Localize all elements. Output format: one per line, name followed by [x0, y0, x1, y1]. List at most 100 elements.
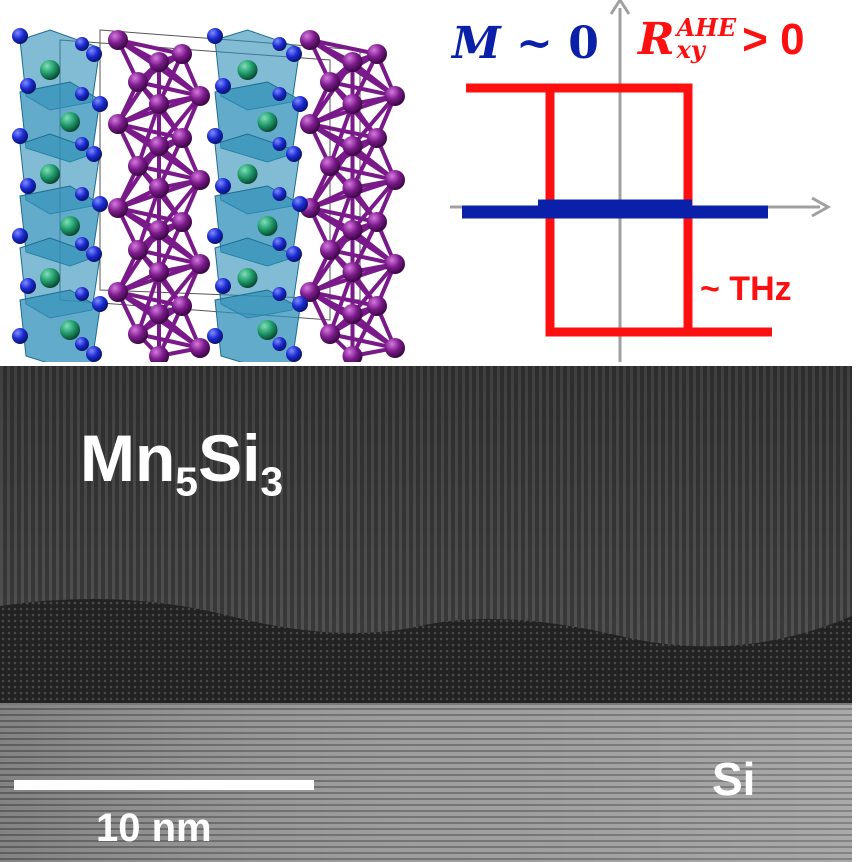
purple-atom [128, 240, 148, 260]
resistance-relation: > 0 [742, 15, 805, 64]
blue-atom [215, 78, 231, 94]
interface-layer [0, 598, 852, 706]
purple-atom [300, 114, 320, 134]
purple-atom [342, 262, 363, 282]
blue-atom [12, 328, 28, 344]
purple-atom [342, 136, 363, 156]
blue-atom [207, 128, 223, 144]
si-bond [328, 164, 397, 182]
purple-atom [108, 282, 128, 302]
si-bond [116, 38, 184, 56]
blue-atom [86, 246, 102, 262]
horizontal-axis-arrowhead [811, 196, 832, 218]
si-bond [350, 94, 397, 148]
blue-atom [75, 37, 89, 51]
purple-atom [342, 304, 363, 324]
purple-atom [149, 220, 169, 240]
purple-atom [190, 338, 210, 358]
blue-atom [75, 337, 89, 351]
purple-atom [385, 338, 405, 358]
blue-atom [12, 228, 28, 244]
purple-atom [149, 136, 169, 156]
purple-atom [342, 220, 363, 240]
purple-atom [190, 254, 210, 274]
mn-atom [237, 164, 258, 184]
blue-atom [86, 46, 102, 62]
blue-atom [92, 96, 108, 112]
si-bond [136, 248, 202, 266]
purple-atom [190, 86, 210, 106]
si-bond [328, 332, 397, 350]
film-label-mn: Mn [80, 421, 176, 495]
blue-atom [272, 37, 287, 51]
mn-atom [40, 60, 60, 80]
si-bond [328, 102, 355, 168]
si-bond [116, 206, 184, 224]
blue-atom [75, 187, 89, 201]
purple-atom [149, 346, 169, 362]
purple-atom [172, 296, 192, 316]
blue-atom [12, 28, 28, 44]
blue-atom [92, 296, 108, 312]
scale-bar [14, 780, 314, 790]
purple-atom [367, 128, 387, 148]
blue-atom [292, 196, 308, 212]
substrate-label: Si [712, 753, 756, 805]
purple-atom [385, 86, 405, 106]
blue-atom [207, 228, 223, 244]
si-bond [308, 38, 379, 56]
mn-atom [40, 164, 60, 184]
si-bond [328, 80, 397, 98]
purple-atom [172, 128, 192, 148]
purple-atom [320, 324, 340, 344]
blue-atom [272, 287, 287, 301]
si-bond [308, 122, 379, 140]
si-bond [328, 248, 397, 266]
blue-atom [20, 78, 36, 94]
hysteresis-diagram [450, 0, 832, 362]
purple-atom [149, 94, 169, 114]
purple-atom [367, 44, 387, 64]
si-bond [328, 186, 355, 252]
si-bond [328, 270, 355, 336]
blue-atom [75, 237, 89, 251]
blue-atom [86, 346, 102, 362]
purple-atom [172, 212, 192, 232]
purple-atom [172, 44, 192, 64]
purple-atom [108, 30, 128, 50]
mn-atom [257, 112, 278, 132]
resistance-subscript: xy [676, 35, 705, 64]
purple-atom [149, 262, 169, 282]
si-bond [157, 94, 202, 148]
purple-atom [320, 240, 340, 260]
purple-atom [149, 178, 169, 198]
purple-atom [108, 114, 128, 134]
vertical-axis-arrowhead [609, 0, 631, 15]
blue-atom [272, 187, 287, 201]
purple-atom [149, 304, 169, 324]
blue-atom [272, 137, 287, 151]
purple-atom [300, 282, 320, 302]
si-bond [136, 164, 202, 182]
purple-atom [342, 178, 363, 198]
si-bond [136, 332, 202, 350]
purple-atom [342, 52, 363, 72]
si-bond [157, 178, 202, 232]
purple-atom [128, 72, 148, 92]
si-bond [308, 206, 379, 224]
magnetization-relation: ~ 0 [516, 18, 599, 69]
crystal-structure-panel [12, 28, 405, 362]
film-label-si: Si [198, 421, 261, 495]
purple-atom [385, 170, 405, 190]
si-bond [116, 290, 184, 308]
unit-cell-outline [59, 29, 361, 321]
si-bond [136, 186, 161, 252]
blue-atom [215, 278, 231, 294]
mn-atom [237, 268, 258, 288]
resistance-superscript: AHE [676, 13, 737, 42]
mn-atom [60, 320, 80, 340]
frequency-label: ~ THz [700, 270, 792, 308]
purple-atom [149, 52, 169, 72]
